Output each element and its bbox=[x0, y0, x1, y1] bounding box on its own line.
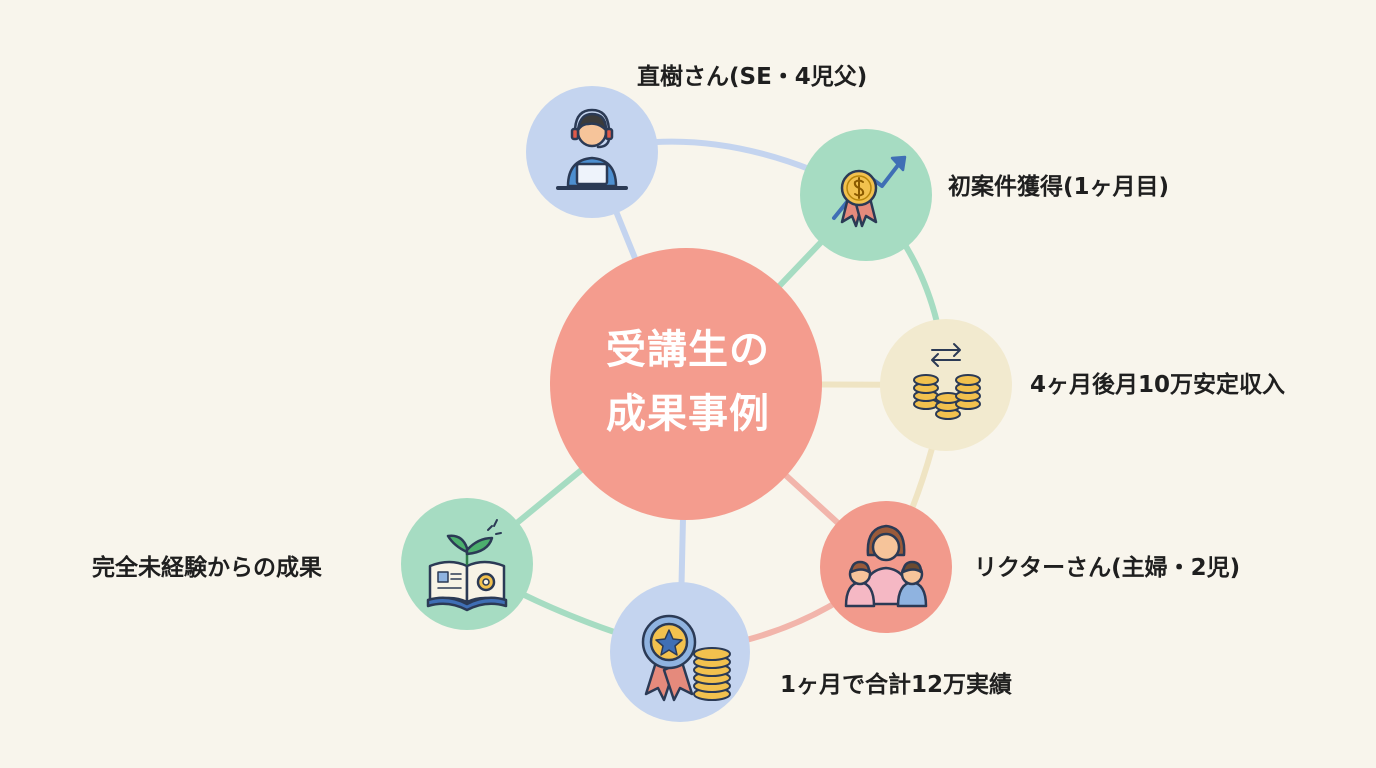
headset-laptop-person-icon bbox=[556, 108, 628, 190]
center-title-line2: 成果事例 bbox=[606, 391, 770, 437]
coin-medal-growth-arrow-icon bbox=[832, 155, 907, 228]
node-circle-stable-income bbox=[880, 319, 1012, 451]
center-circle bbox=[550, 248, 822, 520]
open-book-sprout-gear-icon bbox=[426, 519, 508, 612]
label-stable-income: 4ヶ月後月10万安定収入 bbox=[1030, 372, 1286, 398]
node-total-12man bbox=[610, 582, 750, 722]
label-total-12man: 1ヶ月で合計12万実績 bbox=[780, 672, 1013, 698]
label-no-experience: 完全未経験からの成果 bbox=[92, 555, 322, 581]
node-circle-naoki bbox=[526, 86, 658, 218]
center-title: 受講生の 成果事例 bbox=[556, 318, 820, 446]
label-naoki: 直樹さん(SE・4児父) bbox=[637, 64, 868, 90]
center-title-line1: 受講生の bbox=[606, 327, 770, 373]
label-first-job: 初案件獲得(1ヶ月目) bbox=[948, 174, 1170, 200]
node-first-job bbox=[800, 129, 932, 261]
node-stable-income bbox=[880, 319, 1012, 451]
award-ribbon-coins-icon bbox=[641, 614, 731, 702]
node-rikuta bbox=[820, 501, 952, 633]
coin-stacks-exchange-icon bbox=[913, 343, 981, 420]
mother-children-icon bbox=[844, 524, 928, 608]
label-rikuta: リクターさん(主婦・2児) bbox=[974, 555, 1241, 581]
node-naoki bbox=[526, 86, 658, 218]
node-no-experience bbox=[401, 498, 533, 630]
